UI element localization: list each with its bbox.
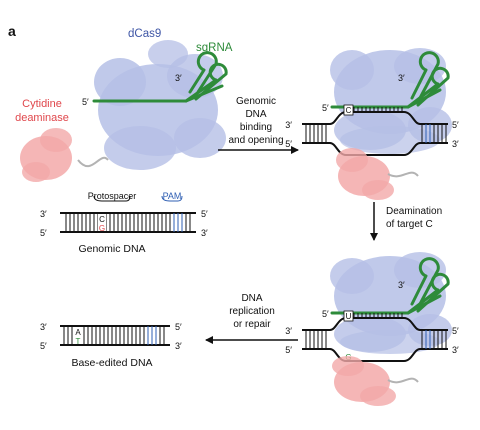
replication-step-line1: DNA: [241, 293, 262, 304]
bound-top-3prime: 3′: [285, 120, 292, 130]
deaminase-label-line1: Cytidine: [22, 98, 62, 110]
binding-step-line3: binding: [240, 122, 272, 133]
edited-bottom-5prime: 5′: [40, 341, 47, 351]
linker-deaminated: [387, 377, 419, 384]
target-u-box: [343, 310, 354, 322]
protospacer-label: Protospacer: [88, 191, 137, 201]
replication-step-line2: replication: [229, 306, 275, 317]
edited-base-a: A: [75, 328, 81, 337]
cytidine-deaminase-deaminated: [332, 356, 396, 406]
edited-bottom-3prime: 3′: [175, 341, 182, 351]
deamination-step-line2: of target C: [386, 219, 433, 230]
sgrna-bound-3prime: 3′: [398, 73, 405, 83]
dcas9-protein-free: [94, 40, 226, 170]
deaminase-label-line2: deaminase: [15, 112, 69, 124]
pam-label: PAM: [163, 191, 182, 201]
sgrna-bound-5prime: 5′: [322, 103, 329, 113]
deaminated-top-5prime: 5′: [452, 326, 459, 336]
genomic-dna-bottom-5prime: 5′: [40, 228, 47, 238]
genomic-dna-top-5prime: 5′: [201, 209, 208, 219]
edited-dna-caption: Base-edited DNA: [71, 357, 152, 369]
bound-bottom-5prime: 5′: [285, 139, 292, 149]
genomic-dna-caption: Genomic DNA: [78, 243, 145, 255]
genomic-dna-target-c: C: [99, 215, 105, 224]
genomic-dna-top-3prime: 3′: [40, 209, 47, 219]
sgrna-deaminated-3prime: 3′: [398, 280, 405, 290]
edited-top-5prime: 5′: [175, 322, 182, 332]
deaminated-target-u: U: [346, 312, 352, 321]
bound-bottom-3prime: 3′: [452, 139, 459, 149]
target-c-box-bound: [343, 104, 354, 116]
deaminated-top-3prime: 3′: [285, 326, 292, 336]
dna-bubble-bound: [302, 107, 448, 156]
deaminated-bottom-3prime: 3′: [452, 345, 459, 355]
bound-target-c: C: [346, 106, 352, 115]
edited-top-3prime: 3′: [40, 322, 47, 332]
bound-top-5prime: 5′: [452, 120, 459, 130]
genomic-dna-duplex: [60, 195, 196, 233]
sgrna-free: [92, 51, 228, 103]
linker-bound: [387, 171, 419, 178]
sgrna-deaminated: [330, 257, 450, 315]
binding-step-line4: and opening: [228, 135, 283, 146]
sgrna-3prime-end: 3′: [175, 73, 182, 83]
linker-free: [77, 156, 109, 168]
binding-step-line1: Genomic: [236, 96, 276, 107]
genomic-dna-bottom-3prime: 3′: [201, 228, 208, 238]
sgrna-bound: [330, 51, 450, 109]
genomic-dna-target-g: G: [99, 224, 105, 233]
sgrna-5prime-end: 5′: [82, 97, 89, 107]
replication-step-line3: or repair: [233, 319, 271, 330]
deaminated-bottom-5prime: 5′: [285, 345, 292, 355]
sgrna-deaminated-5prime: 5′: [322, 309, 329, 319]
cytidine-deaminase-free: [20, 128, 72, 182]
sgrna-label: sgRNA: [196, 42, 233, 54]
cytidine-deaminase-bound: [336, 148, 394, 200]
deamination-step-line1: Deamination: [386, 206, 442, 217]
dcas9-label: dCas9: [128, 28, 161, 40]
edited-base-t: T: [76, 337, 81, 346]
panel-label: a: [8, 23, 16, 39]
binding-step-line2: DNA: [245, 109, 266, 120]
